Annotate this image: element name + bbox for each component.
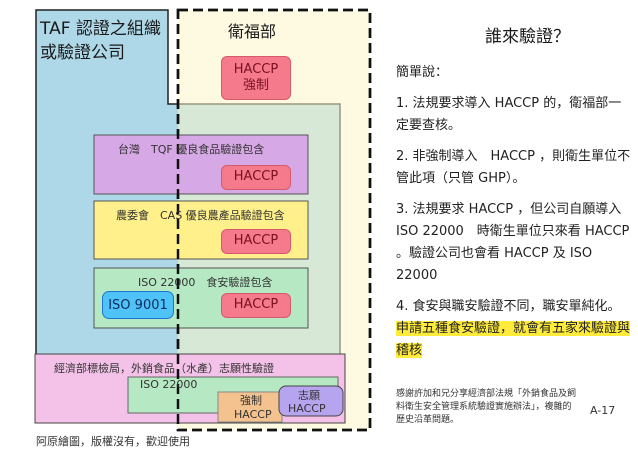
explanation-intro: 簡單說： bbox=[396, 65, 449, 80]
explanation-p4-highlight: 申請五種食安驗證，就會有五家來驗證與稽核 bbox=[396, 321, 631, 358]
moea-iso-label: ISO 22000 bbox=[140, 378, 198, 391]
explanation-p4: 4. 食安與職安驗證不同，職安單純化。申請五種食安驗證，就會有五家來驗證與稽核 bbox=[396, 296, 632, 362]
footer-credit: 阿原繪圖，版權沒有，歡迎使用 bbox=[36, 435, 190, 448]
moea-forced-label: 強制 bbox=[240, 394, 262, 407]
credit-note: 感謝許加和兄分享經濟部法規「外銷食品及飼料衛生安全管理系統驗證實施辦法」，複雜的… bbox=[396, 389, 577, 425]
page-title: 誰來驗證？ bbox=[485, 27, 570, 47]
moea-forced-haccp: HACCP bbox=[234, 408, 272, 421]
tqf-haccp-badge: HACCP bbox=[221, 165, 291, 190]
mohw-haccp-badge: HACCP 強制 bbox=[221, 56, 291, 100]
mohw-label: 衛福部 bbox=[228, 22, 277, 41]
iso9001-text: ISO 9001 bbox=[108, 297, 168, 313]
moea-voluntary-box bbox=[278, 385, 344, 417]
explanation-panel: 簡單說： 1. 法規要求導入 HACCP 的，衛福部一定要查核。 2. 非強制導… bbox=[396, 62, 635, 362]
taf-label-line2: 或驗證公司 bbox=[40, 43, 125, 63]
cas-label: 農委會 CAS 優良農產品驗證包含 bbox=[116, 209, 285, 222]
moea-voluntary-line2: HACCP bbox=[288, 402, 326, 415]
iso-label: ISO 22000 食安驗證包含 bbox=[138, 276, 273, 289]
explanation-p4-plain: 4. 食安與職安驗證不同，職安單純化。 bbox=[396, 299, 621, 314]
iso9001-badge: ISO 9001 bbox=[102, 291, 174, 319]
moea-voluntary-line1: 志願 bbox=[298, 389, 320, 402]
iso-haccp-badge: HACCP bbox=[221, 293, 291, 318]
mohw-border bbox=[176, 8, 372, 432]
moea-label: 經濟部標檢局，外銷食品（水產）志願性驗證 bbox=[54, 362, 274, 375]
mohw-badge-line1: HACCP bbox=[233, 61, 279, 77]
explanation-p3: 3. 法規要求 HACCP ，但公司自願導入 ISO 22000 時衛生單位只來… bbox=[396, 202, 635, 283]
explanation-p1: 1. 法規要求導入 HACCP 的，衛福部一定要查核。 bbox=[396, 96, 622, 133]
cas-haccp-badge: HACCP bbox=[221, 229, 291, 254]
slide-number: A-17 bbox=[590, 404, 616, 417]
mohw-badge-line2: 強制 bbox=[242, 78, 269, 93]
taf-label-line1: TAF 認證之組織 bbox=[40, 19, 161, 39]
moea-forced-box bbox=[217, 391, 283, 423]
explanation-p2: 2. 非強制導入 HACCP ，則衛生單位不管此項（只管 GHP）。 bbox=[396, 149, 631, 186]
tqf-label: 台灣 TQF 優良食品驗證包含 bbox=[118, 143, 265, 156]
